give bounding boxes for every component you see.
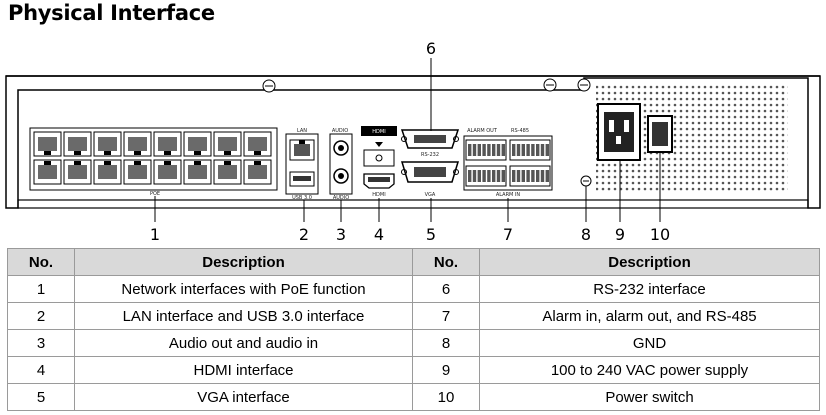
poe-port-icon <box>63 159 92 185</box>
row-description: Audio out and audio in <box>74 329 413 357</box>
table-row: 4 HDMI interface 9 100 to 240 VAC power … <box>7 356 820 384</box>
power-socket-icon <box>597 103 641 161</box>
vga-port-icon <box>400 161 460 183</box>
row-no: 8 <box>412 329 480 357</box>
poe-port-icon <box>243 159 272 185</box>
terminal-block-icon <box>509 165 551 187</box>
rs485-label: RS-485 <box>511 128 529 134</box>
callout-1: 1 <box>150 225 160 244</box>
callout-8: 8 <box>581 225 591 244</box>
rs232-label: RS-232 <box>421 152 439 158</box>
lan-port-icon <box>289 139 315 161</box>
hdmi-block: HDMI HDMI <box>361 126 397 198</box>
vga-label: VGA <box>425 192 436 198</box>
header-no-right: No. <box>412 248 480 276</box>
screw-icon-right <box>577 78 591 92</box>
alarm-terminal-block: ALARM OUT RS-485 ALARM IN <box>463 128 553 198</box>
poe-port-icon <box>183 159 212 185</box>
poe-port-icon <box>33 159 62 185</box>
table-row: 3 Audio out and audio in 8 GND <box>7 329 820 357</box>
hdmi-logo: HDMI <box>372 129 385 135</box>
row-no: 5 <box>7 383 75 411</box>
poe-port-icon <box>153 131 182 157</box>
rs232-vga-block: RS-232 VGA <box>400 129 460 198</box>
poe-port-icon <box>243 131 272 157</box>
lan-label: LAN <box>297 128 307 134</box>
chassis-outline <box>5 75 821 209</box>
poe-label: POE <box>150 191 160 197</box>
row-description: LAN interface and USB 3.0 interface <box>74 302 413 330</box>
row-description: RS-232 interface <box>479 275 820 303</box>
terminal-block-icon <box>465 165 507 187</box>
poe-port-icon <box>33 131 62 157</box>
table-row: 2 LAN interface and USB 3.0 interface 7 … <box>7 302 820 330</box>
terminal-block-icon <box>465 139 507 161</box>
callout-7: 7 <box>503 225 513 244</box>
callout-5: 5 <box>426 225 436 244</box>
callouts: 6 1 2 3 4 5 7 8 9 10 <box>150 39 670 244</box>
screw-icon-mid <box>543 78 557 92</box>
table-header-row: No. Description No. Description <box>7 248 820 276</box>
table-row: 1 Network interfaces with PoE function 6… <box>7 275 820 303</box>
row-no: 9 <box>412 356 480 384</box>
terminal-block-icon <box>509 139 551 161</box>
hdmi-port-icon <box>363 173 395 189</box>
row-no: 10 <box>412 383 480 411</box>
alarm-in-label: ALARM IN <box>496 192 521 198</box>
row-description: HDMI interface <box>74 356 413 384</box>
table-row: 5 VGA interface 10 Power switch <box>7 383 820 411</box>
rear-panel-diagram: POE LAN USB 3.0 AUDIO AUDIO HDMI <box>5 39 821 244</box>
usb-label: USB 3.0 <box>292 195 312 201</box>
rs232-port-icon <box>400 129 460 149</box>
audio-block: AUDIO AUDIO <box>329 128 353 201</box>
row-no: 6 <box>412 275 480 303</box>
alarm-out-label: ALARM OUT <box>467 128 498 134</box>
row-description: Network interfaces with PoE function <box>74 275 413 303</box>
header-description-left: Description <box>74 248 413 276</box>
poe-port-icon <box>123 159 152 185</box>
interface-table: No. Description No. Description 1 Networ… <box>7 248 820 411</box>
row-description: GND <box>479 329 820 357</box>
power-switch-icon <box>647 115 673 153</box>
hdmi-label: HDMI <box>372 192 385 198</box>
row-no: 7 <box>412 302 480 330</box>
audio-out-jack-icon <box>333 140 349 156</box>
poe-port-icon <box>123 131 152 157</box>
callout-6: 6 <box>426 39 436 58</box>
header-description-right: Description <box>479 248 820 276</box>
hdmi-arrow-icon <box>375 142 383 147</box>
callout-10: 10 <box>650 225 670 244</box>
poe-port-icon <box>213 131 242 157</box>
callout-4: 4 <box>374 225 384 244</box>
poe-port-icon <box>153 159 182 185</box>
row-description: Power switch <box>479 383 820 411</box>
usb-port-icon <box>289 171 315 187</box>
row-no: 1 <box>7 275 75 303</box>
gnd-screw-icon <box>580 175 592 187</box>
row-no: 4 <box>7 356 75 384</box>
callout-3: 3 <box>336 225 346 244</box>
power-area <box>580 84 788 192</box>
row-no: 3 <box>7 329 75 357</box>
audio-in-label: AUDIO <box>333 195 349 201</box>
audio-out-label: AUDIO <box>332 128 348 134</box>
page-title: Physical Interface <box>8 1 215 25</box>
header-no-left: No. <box>7 248 75 276</box>
callout-9: 9 <box>615 225 625 244</box>
poe-port-icon <box>93 131 122 157</box>
screw-icon-left <box>262 79 276 93</box>
row-description: VGA interface <box>74 383 413 411</box>
callout-2: 2 <box>299 225 309 244</box>
poe-port-icon <box>63 131 92 157</box>
poe-port-block: POE <box>29 127 278 197</box>
poe-port-icon <box>183 131 212 157</box>
poe-port-icon <box>93 159 122 185</box>
row-no: 2 <box>7 302 75 330</box>
row-description: 100 to 240 VAC power supply <box>479 356 820 384</box>
poe-port-icon <box>213 159 242 185</box>
audio-in-jack-icon <box>333 168 349 184</box>
row-description: Alarm in, alarm out, and RS-485 <box>479 302 820 330</box>
lan-usb-block: LAN USB 3.0 <box>285 128 319 201</box>
